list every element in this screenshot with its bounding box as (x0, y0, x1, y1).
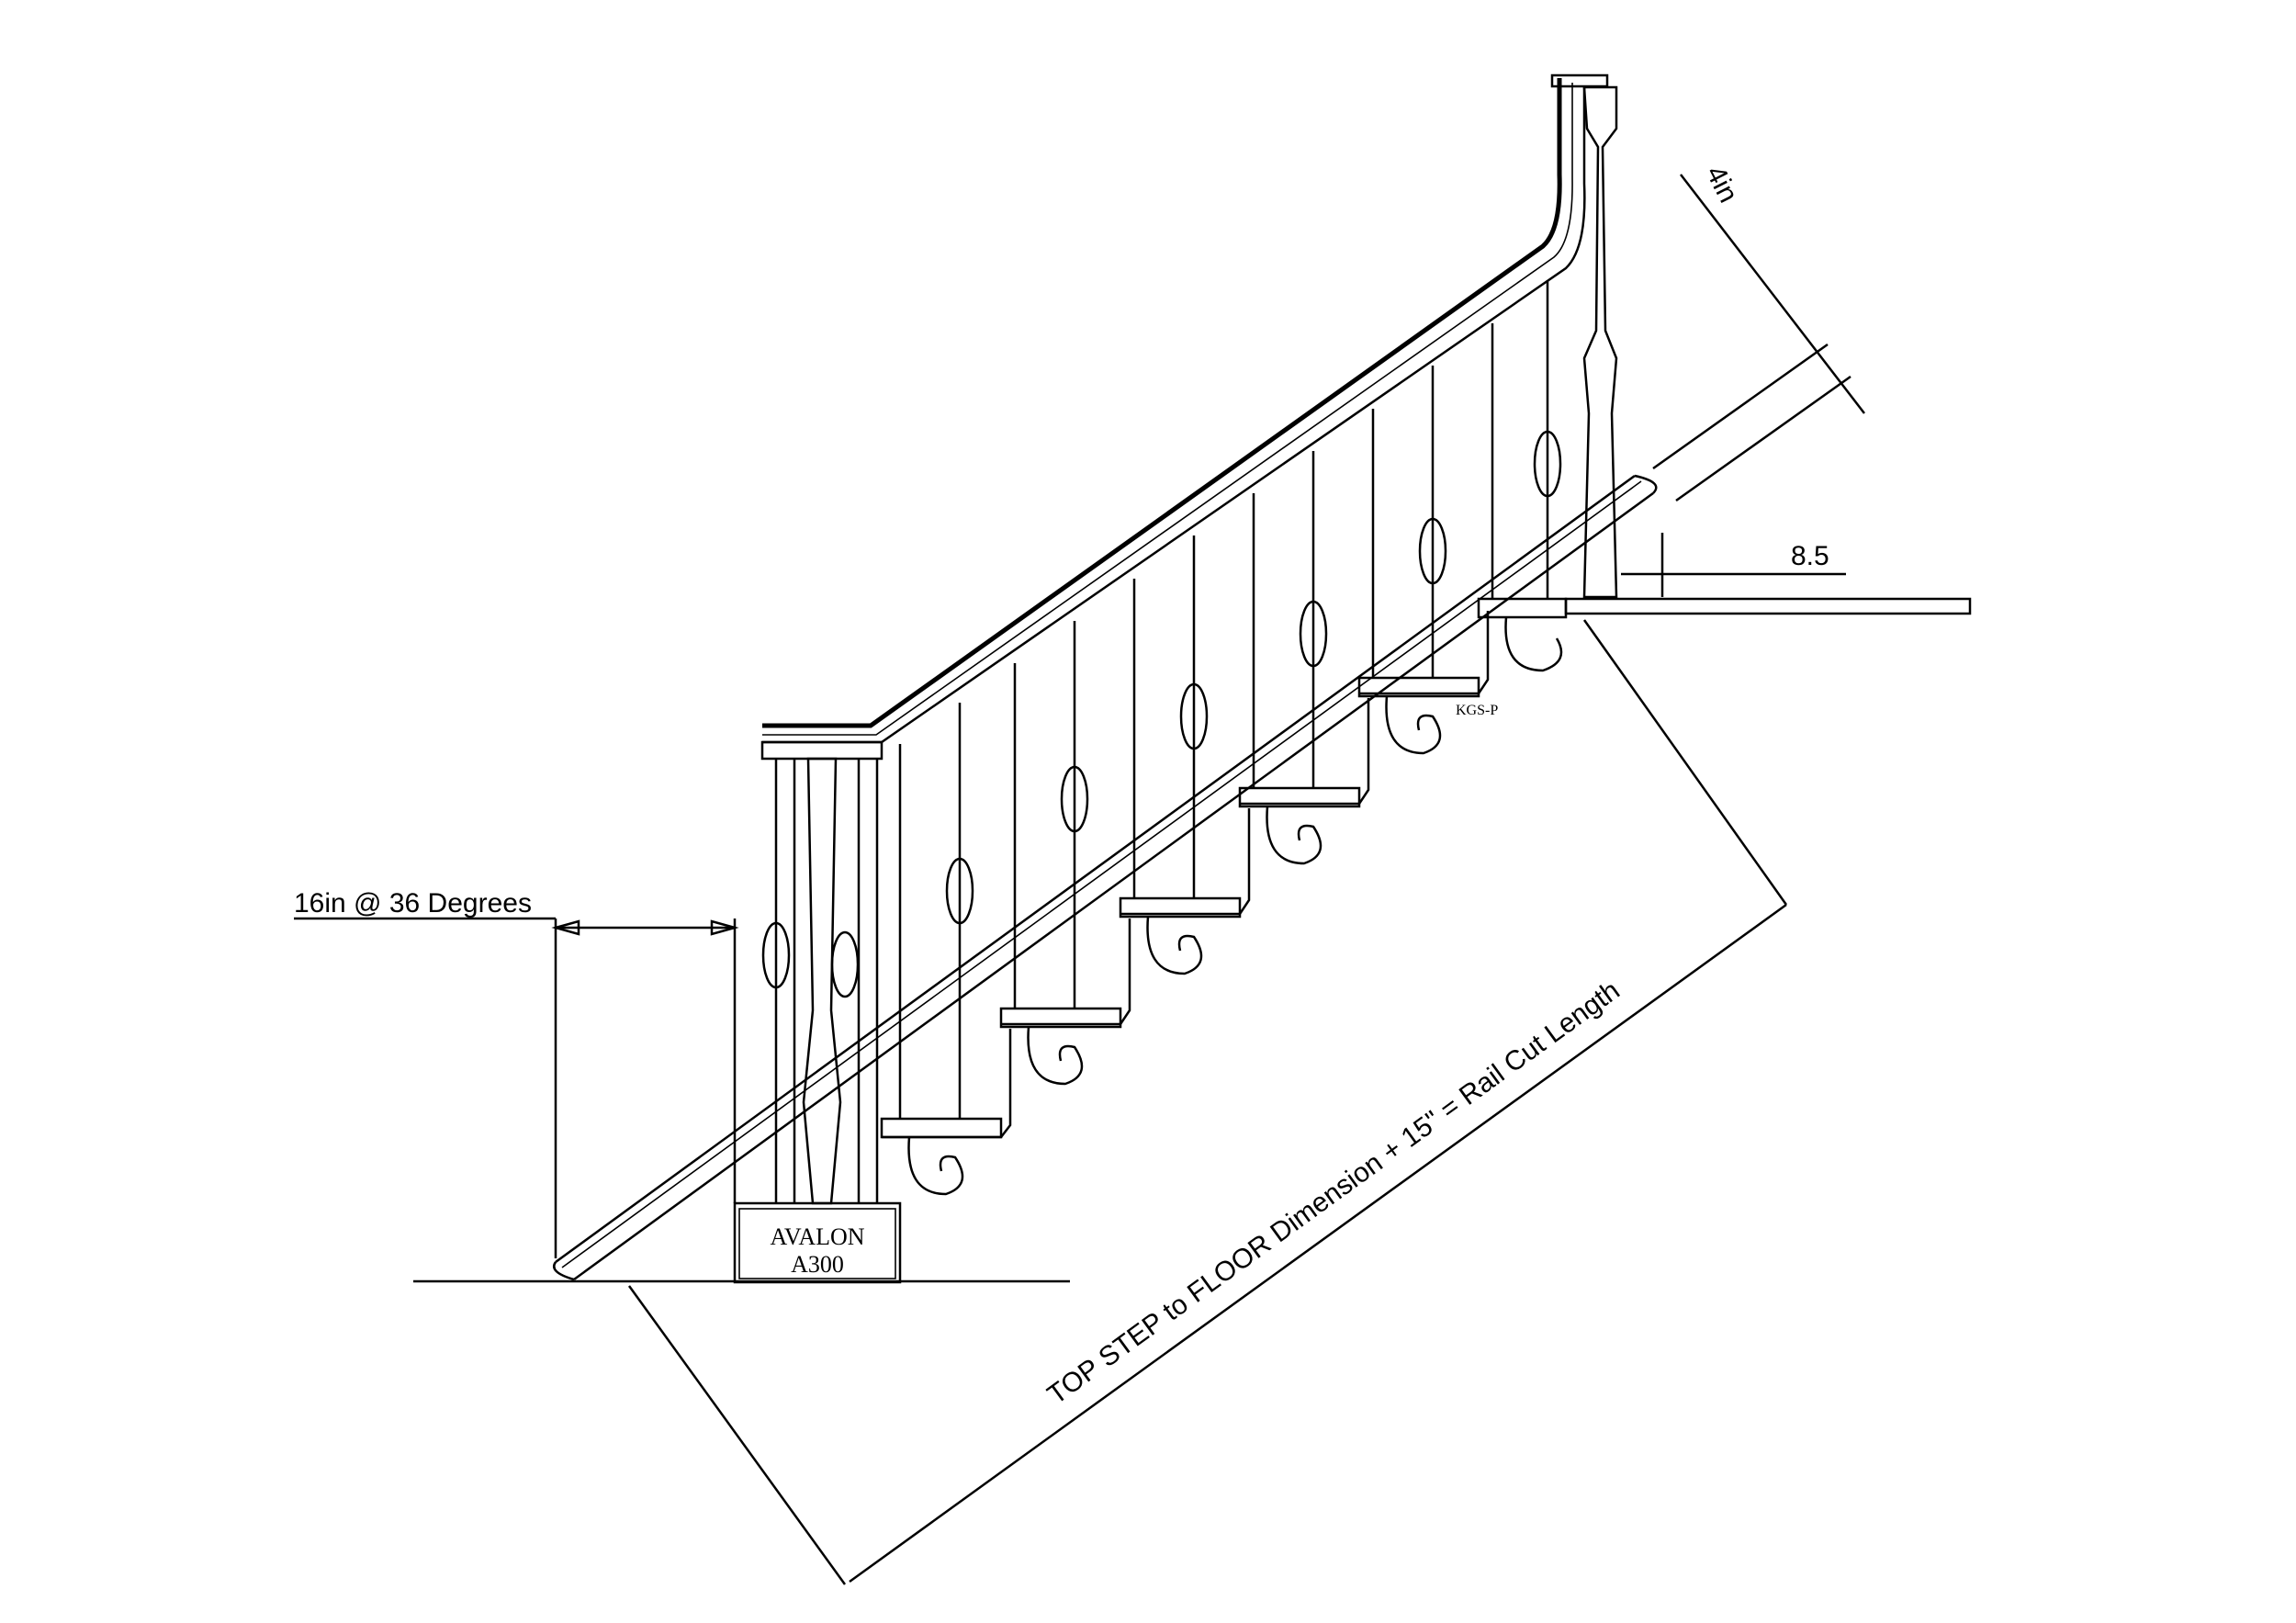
overhang-label: 8.5 (1791, 541, 1829, 571)
starting-newel-post (733, 740, 902, 1284)
top-newel-post (1582, 85, 1618, 599)
rail-length-dimension (627, 619, 1788, 1585)
newel-model-label: A300 (791, 1251, 844, 1278)
balusters (774, 280, 1549, 1203)
upper-landing (1564, 597, 1972, 615)
height-note-label: 16in @ 36 Degrees (294, 888, 532, 919)
scroll-brackets (907, 616, 1563, 1196)
top-offset-label: 4in (1700, 161, 1744, 208)
rail-length-label: TOP STEP to FLOOR Dimension + 15" = Rail… (1042, 975, 1626, 1411)
bottom-rail (553, 474, 1658, 1281)
overhang-dimension (1621, 533, 1846, 597)
stair-treads (880, 597, 1568, 1139)
basket-knuckles (761, 430, 1562, 998)
handrail (762, 73, 1609, 744)
height-dimension (294, 917, 739, 1258)
newel-brand-label: AVALON (770, 1223, 864, 1250)
bracket-code-label: KGS-P (1456, 703, 1498, 718)
top-offset-dimension (1652, 174, 1865, 502)
